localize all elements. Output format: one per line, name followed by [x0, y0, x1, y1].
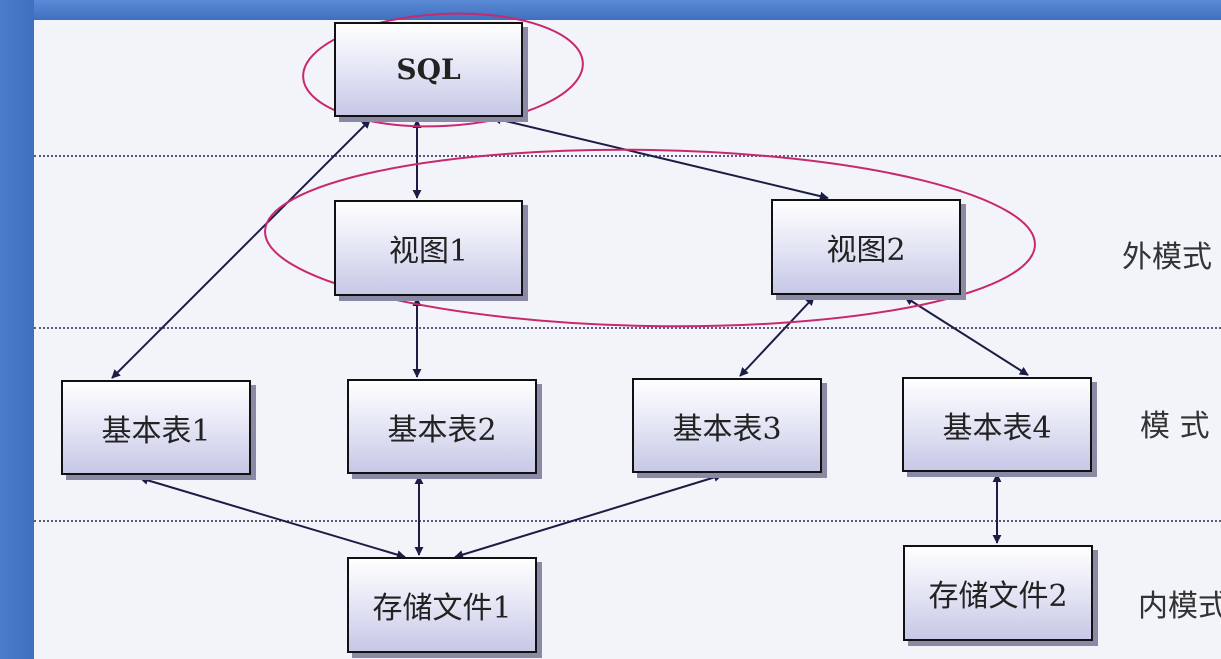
level-label-external: 外模式	[1122, 240, 1212, 275]
node-sql: SQL	[334, 22, 523, 117]
annotation-circle-sql	[302, 12, 584, 128]
node-base-table-1: 基本表1	[61, 380, 251, 475]
node-base-table-3: 基本表3	[632, 378, 822, 473]
slide-frame-left	[0, 0, 34, 659]
node-view-2: 视图2	[771, 199, 961, 295]
node-storage-file-2: 存储文件2	[903, 545, 1093, 641]
arrow-table-3-to-file-1	[454, 473, 723, 559]
node-view-1: 视图1	[334, 200, 523, 296]
arrow-view-2-to-table-4	[904, 296, 1029, 376]
arrow-sql-to-table-1	[111, 119, 371, 379]
level-label-internal: 内模式	[1138, 589, 1221, 624]
arrow-table-1-to-file-1	[139, 476, 406, 559]
slide-frame-top	[0, 0, 1221, 20]
node-base-table-4: 基本表4	[902, 377, 1092, 472]
node-base-table-2: 基本表2	[347, 379, 537, 474]
separator-conceptual	[34, 327, 1221, 329]
arrow-sql-to-view-2	[492, 115, 829, 201]
annotation-circle-views	[264, 148, 1036, 328]
arrow-view-2-to-table-3	[739, 296, 815, 377]
level-label-conceptual: 模 式	[1140, 409, 1210, 444]
node-storage-file-1: 存储文件1	[347, 557, 537, 653]
